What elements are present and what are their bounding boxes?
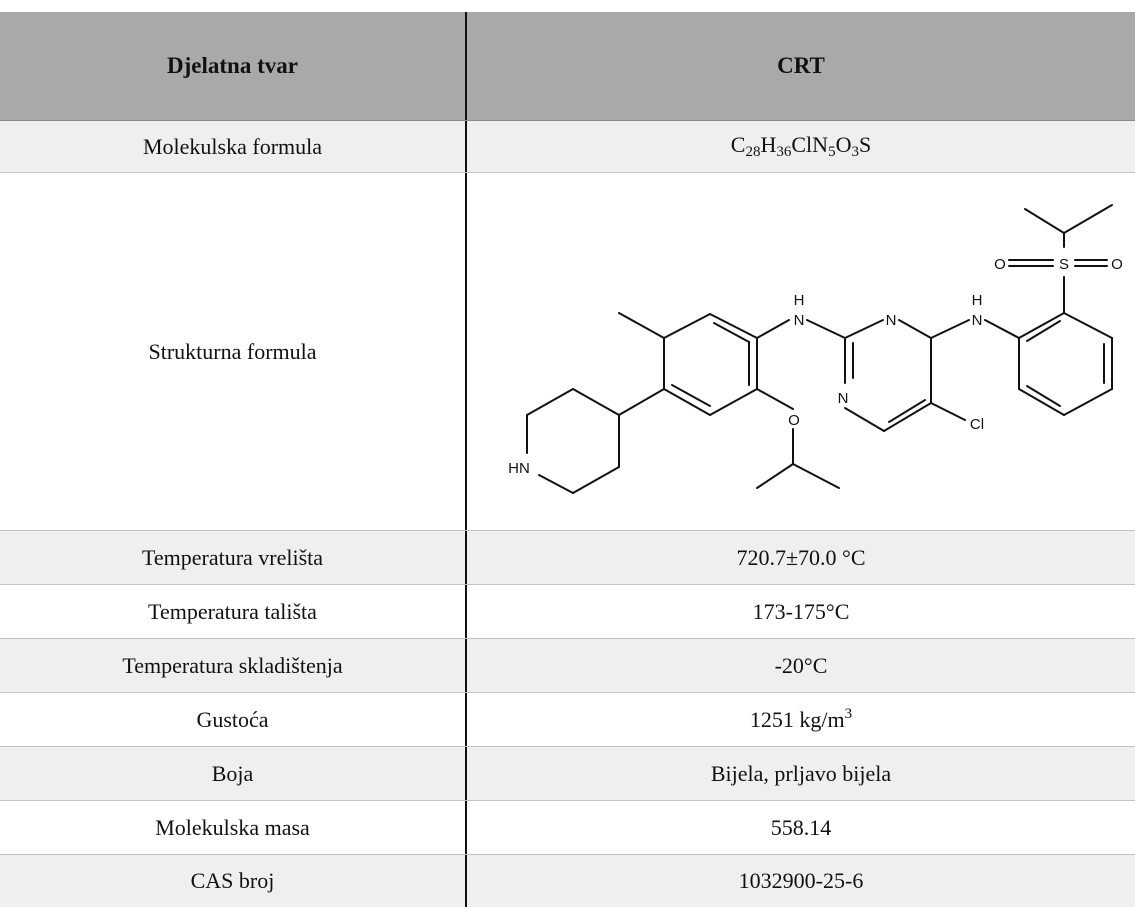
row-storage-temperature: Temperatura skladištenja -20°C — [0, 639, 1135, 693]
properties-table: Djelatna tvar CRT Molekulska formula C28… — [0, 12, 1135, 907]
atom-n-bottom: N — [838, 390, 849, 407]
row-value: 720.7±70.0 °C — [736, 544, 866, 570]
row-label: Temperatura skladištenja — [0, 639, 467, 692]
row-label: Molekulska formula — [0, 121, 467, 172]
row-structural-formula: Strukturna formula — [0, 173, 1135, 531]
atom-h-right: H — [972, 292, 983, 309]
row-value: 558.14 — [770, 814, 832, 840]
header-substance-name: CRT — [777, 53, 825, 78]
row-value: 1251 kg/m3 — [749, 706, 853, 732]
row-cas-number: CAS broj 1032900-25-6 — [0, 855, 1135, 907]
row-value: Bijela, prljavo bijela — [710, 760, 892, 786]
atom-s: S — [1059, 256, 1069, 273]
row-density: Gustoća 1251 kg/m3 — [0, 693, 1135, 747]
atom-h-left: H — [794, 292, 805, 309]
atom-cl: Cl — [970, 416, 984, 433]
structural-formula-cell: S O O H N N N H N O Cl HN — [467, 173, 1135, 530]
row-color: Boja Bijela, prljavo bijela — [0, 747, 1135, 801]
row-value: 173-175°C — [752, 598, 850, 624]
row-value: 1032900-25-6 — [738, 868, 864, 893]
atom-n-left: N — [794, 312, 805, 329]
row-label: Gustoća — [0, 693, 467, 746]
atom-n-right: N — [972, 312, 983, 329]
row-label: Strukturna formula — [0, 173, 467, 530]
molecule-svg: S O O H N N N H N O Cl HN — [508, 203, 1123, 494]
table-header-row: Djelatna tvar CRT — [0, 12, 1135, 121]
row-label: Molekulska masa — [0, 801, 467, 854]
atom-o-ether: O — [788, 412, 800, 429]
row-label: Temperatura vrelišta — [0, 531, 467, 584]
row-value: -20°C — [774, 652, 828, 678]
row-boiling-point: Temperatura vrelišta 720.7±70.0 °C — [0, 531, 1135, 585]
row-label: Temperatura tališta — [0, 585, 467, 638]
molecular-formula-value: C28H36ClN5O3S — [730, 132, 872, 160]
row-label: CAS broj — [0, 855, 467, 907]
atom-hn: HN — [508, 460, 530, 477]
atom-n-top: N — [886, 312, 897, 329]
atom-o2: O — [1111, 256, 1123, 273]
row-molecular-mass: Molekulska masa 558.14 — [0, 801, 1135, 855]
structural-formula-drawing: S O O H N N N H N O Cl HN — [467, 173, 1135, 531]
row-melting-point: Temperatura tališta 173-175°C — [0, 585, 1135, 639]
header-active-substance: Djelatna tvar — [0, 12, 467, 120]
row-label: Boja — [0, 747, 467, 800]
row-molecular-formula: Molekulska formula C28H36ClN5O3S — [0, 121, 1135, 173]
atom-o1: O — [994, 256, 1006, 273]
